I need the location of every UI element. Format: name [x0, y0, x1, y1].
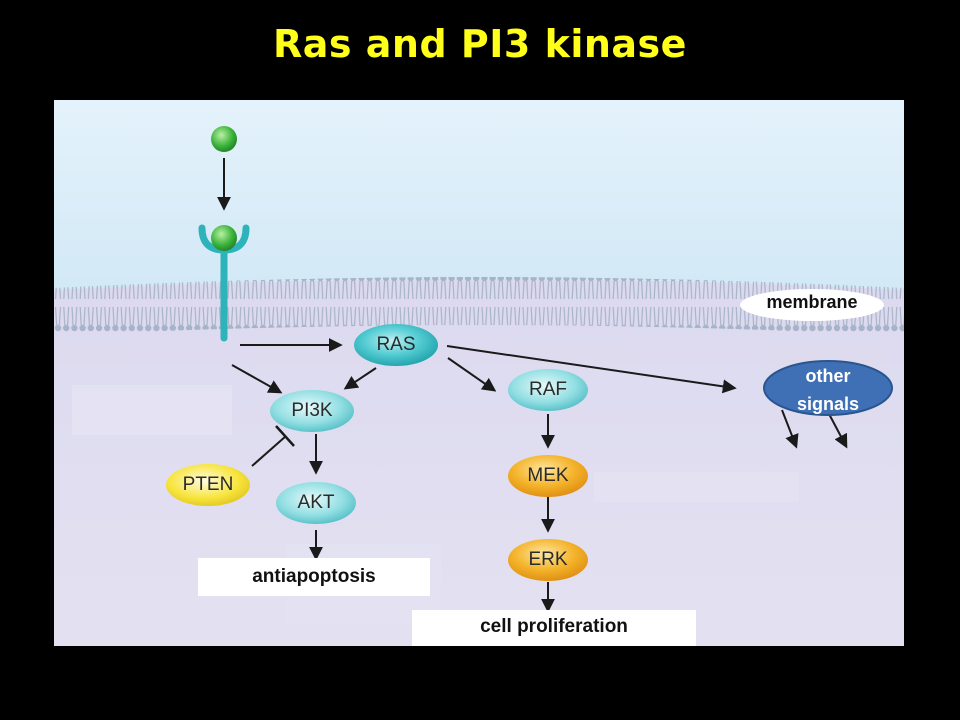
erk-node — [508, 539, 588, 581]
extracellular-background — [54, 100, 904, 290]
membrane-bilayer — [54, 277, 904, 336]
ras-node — [354, 324, 438, 366]
pathway-diagram: RAS PI3K RAF MEK ERK PTEN AKT membrane o… — [54, 100, 904, 646]
cell-proliferation-label: cell proliferation — [412, 610, 696, 646]
pten-node — [166, 464, 250, 506]
mek-node — [508, 455, 588, 497]
diagram-canvas — [54, 100, 904, 646]
membrane-label: membrane — [766, 292, 858, 312]
raf-node — [508, 369, 588, 411]
other-signals-node — [763, 360, 893, 416]
other-signals-line2: signals — [796, 394, 860, 414]
other-signals-label: other signals — [764, 362, 892, 418]
slide-title: Ras and PI3 kinase — [273, 22, 687, 66]
antiapoptosis-label: antiapoptosis — [198, 558, 430, 596]
ligand-bound-icon — [211, 225, 237, 251]
akt-label: AKT — [297, 492, 335, 513]
pten-label: PTEN — [182, 474, 234, 495]
ras-label: RAS — [376, 334, 416, 355]
ligand-free-icon — [211, 126, 237, 152]
pi3k-label: PI3K — [291, 400, 333, 421]
akt-node — [276, 482, 356, 524]
mek-label: MEK — [527, 465, 569, 486]
membrane-label-bg — [740, 289, 884, 321]
other-signals-line1: other — [805, 366, 851, 386]
erk-label: ERK — [528, 549, 568, 570]
raf-label: RAF — [529, 379, 567, 400]
pi3k-node — [270, 390, 354, 432]
